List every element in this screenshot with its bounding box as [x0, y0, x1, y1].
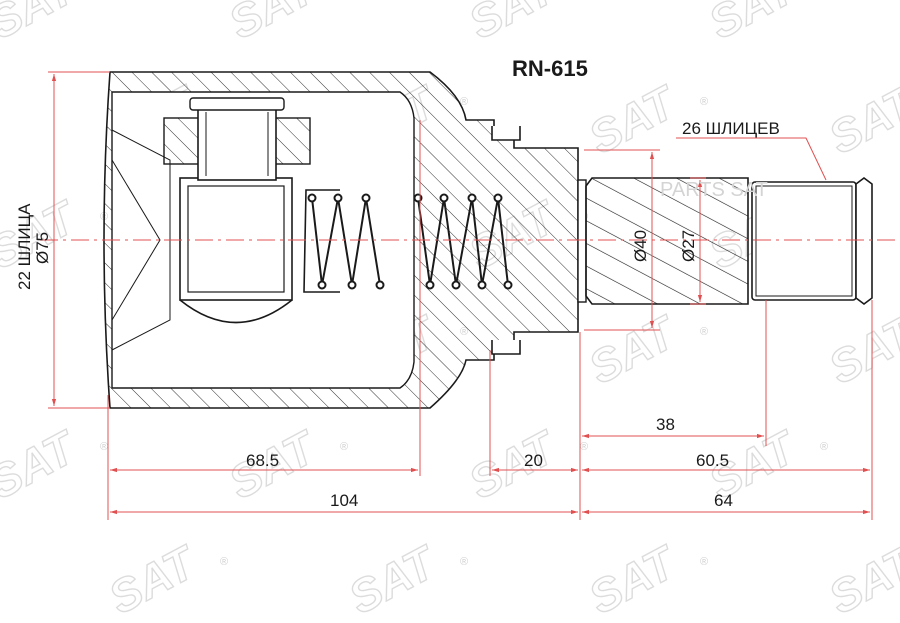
- spline-callout-leader: [676, 137, 827, 181]
- label-outer-diameter: Ø75: [33, 232, 52, 264]
- watermark-logo-10: SAT: [700, 0, 806, 49]
- watermark-logo-28: SAT: [820, 304, 900, 393]
- watermark-parts-sat: PARTS SAT: [660, 179, 768, 201]
- watermark-logo-37: SAT: [100, 534, 206, 623]
- label-spline-diameter: Ø27: [679, 230, 698, 262]
- label-shaft-diameter: Ø40: [631, 230, 650, 262]
- watermark-logo-38: SAT: [340, 534, 446, 623]
- dimension-20: 20: [524, 451, 543, 470]
- boot-clip-top: [491, 126, 521, 141]
- spring-right: [413, 193, 513, 290]
- watermark-registered-mark: ®: [100, 441, 108, 453]
- housing-section: [103, 71, 579, 409]
- extension-lines: [48, 71, 873, 520]
- watermark-registered-mark: ®: [460, 556, 468, 568]
- boot-clip-bottom: [491, 340, 521, 355]
- watermark-logo-39: SAT: [580, 534, 686, 623]
- watermark-registered-mark: ®: [340, 441, 348, 453]
- dimension-38: 38: [656, 415, 675, 434]
- dimension-lines: [51, 74, 870, 515]
- spring-left: [307, 193, 385, 290]
- watermark-registered-mark: ®: [220, 556, 228, 568]
- watermark-logo-16: SAT: [820, 74, 900, 163]
- watermark-logo-27: SAT: [580, 304, 686, 393]
- dimension-104: 104: [330, 491, 358, 510]
- watermark-logo-31: SAT: [0, 419, 86, 508]
- watermark-registered-mark: ®: [460, 96, 468, 108]
- dimension-60-5: 60.5: [696, 451, 729, 470]
- label-22-splines: 22 ШЛИЦА: [15, 203, 34, 290]
- watermark-registered-mark: ®: [820, 441, 828, 453]
- watermark-registered-mark: ®: [700, 96, 708, 108]
- dimension-68-5: 68.5: [246, 451, 279, 470]
- watermark-logo-33: SAT: [460, 419, 566, 508]
- watermark-registered-mark: ®: [580, 441, 588, 453]
- watermark-registered-mark: ®: [700, 556, 708, 568]
- watermark-logo-40: SAT: [820, 534, 900, 623]
- part-number-title: RN-615: [512, 56, 588, 81]
- watermark-logo-8: SAT: [220, 0, 326, 49]
- watermark-logo-9: SAT: [460, 0, 566, 49]
- watermark-logo-7: SAT: [0, 0, 86, 49]
- splined-shaft: [577, 177, 873, 305]
- label-26-splines: 26 ШЛИЦЕВ: [682, 119, 780, 138]
- watermark-registered-mark: ®: [700, 326, 708, 338]
- dimension-64: 64: [714, 491, 733, 510]
